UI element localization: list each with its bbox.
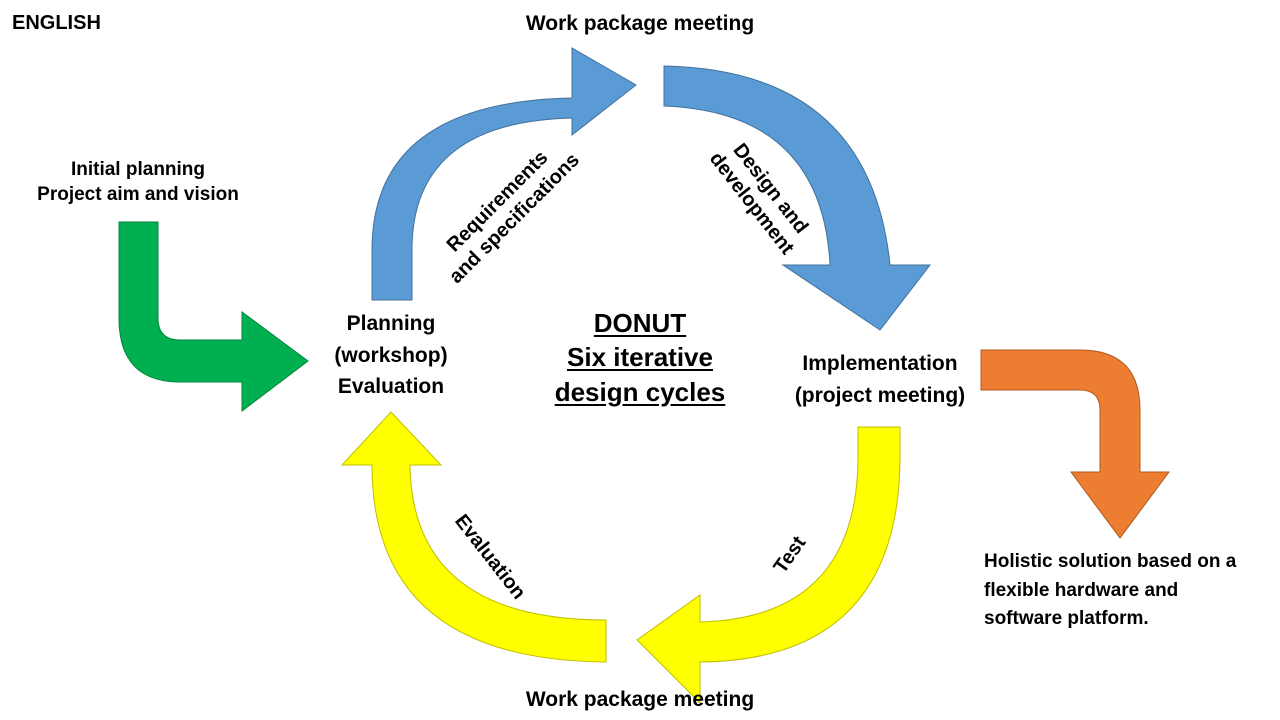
design-arrow — [663, 65, 932, 331]
requirements-arrow — [371, 47, 637, 301]
initial-arrow — [118, 221, 309, 413]
planning-node-label: Planning (workshop) Evaluation — [334, 312, 448, 398]
test-arrow — [636, 426, 901, 705]
diagram-title: DONUT Six iterative design cycles — [554, 308, 726, 407]
language-label: ENGLISH — [12, 12, 101, 34]
top-meeting-label: Work package meeting — [525, 12, 755, 35]
evaluation-arrow — [340, 411, 607, 663]
initial-planning-label: Initial planning Project aim and vision — [37, 159, 239, 205]
outcome-label: Holistic solution based on a flexible ha… — [984, 551, 1237, 629]
bottom-meeting-label: Work package meeting — [525, 688, 755, 711]
implementation-node-label: Implementation (project meeting) — [794, 352, 966, 407]
outcome-arrow — [980, 349, 1170, 539]
